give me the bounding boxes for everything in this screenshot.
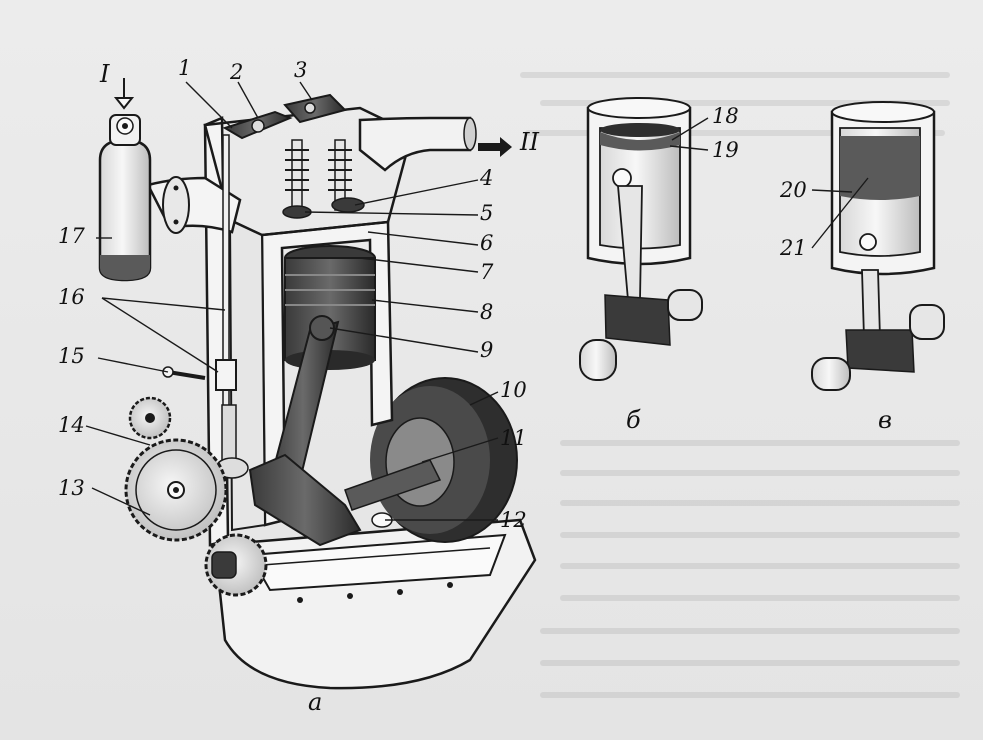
label-11: 11 (500, 426, 527, 450)
label-6: 6 (480, 231, 494, 255)
label-2: 2 (230, 60, 244, 84)
background-text-line (560, 532, 960, 538)
exhaust-pipe (358, 116, 477, 172)
background-text-line (525, 130, 945, 136)
label-4: 4 (480, 166, 494, 190)
background-text-line (560, 470, 960, 476)
flow-arrows (113, 78, 512, 157)
label-10: 10 (500, 378, 527, 402)
label-1: 1 (178, 56, 192, 80)
background-text-line (540, 628, 960, 634)
intake-system (98, 114, 242, 282)
view-v-caption: в (878, 406, 892, 434)
valves (282, 139, 365, 219)
label-20: 20 (780, 178, 807, 202)
label-17: 17 (58, 224, 85, 248)
lever (162, 366, 206, 380)
label-12: 12 (500, 508, 527, 532)
label-9: 9 (480, 338, 494, 362)
timing-gears (124, 396, 268, 597)
label-14: 14 (58, 413, 85, 437)
background-text-line (560, 440, 960, 446)
view-a-caption: а (308, 688, 323, 716)
background-text-line (520, 72, 950, 78)
inflow-label: I (100, 60, 110, 88)
piston (284, 245, 376, 370)
label-5: 5 (480, 201, 494, 225)
label-7: 7 (480, 260, 494, 284)
piston-view-v (811, 101, 945, 391)
label-13: 13 (58, 476, 85, 500)
background-text-line (560, 563, 960, 569)
label-16: 16 (58, 285, 85, 309)
label-18: 18 (712, 104, 739, 128)
label-8: 8 (480, 300, 494, 324)
background-text-line (540, 100, 950, 106)
label-19: 19 (712, 138, 739, 162)
view-b-caption: б (626, 406, 641, 434)
background-text-line (560, 595, 960, 601)
background-text-line (540, 660, 960, 666)
piston-view-b (579, 97, 709, 381)
rocker-arms (222, 93, 347, 140)
background-text-line (560, 500, 960, 506)
label-15: 15 (58, 344, 85, 368)
push-rod (215, 134, 237, 471)
label-21: 21 (780, 236, 807, 260)
label-3: 3 (294, 58, 308, 82)
leader-lines (85, 81, 499, 521)
background-text-line (540, 692, 960, 698)
crankshaft (215, 453, 442, 547)
outflow-label: II (520, 128, 539, 156)
crankcase (213, 518, 537, 690)
